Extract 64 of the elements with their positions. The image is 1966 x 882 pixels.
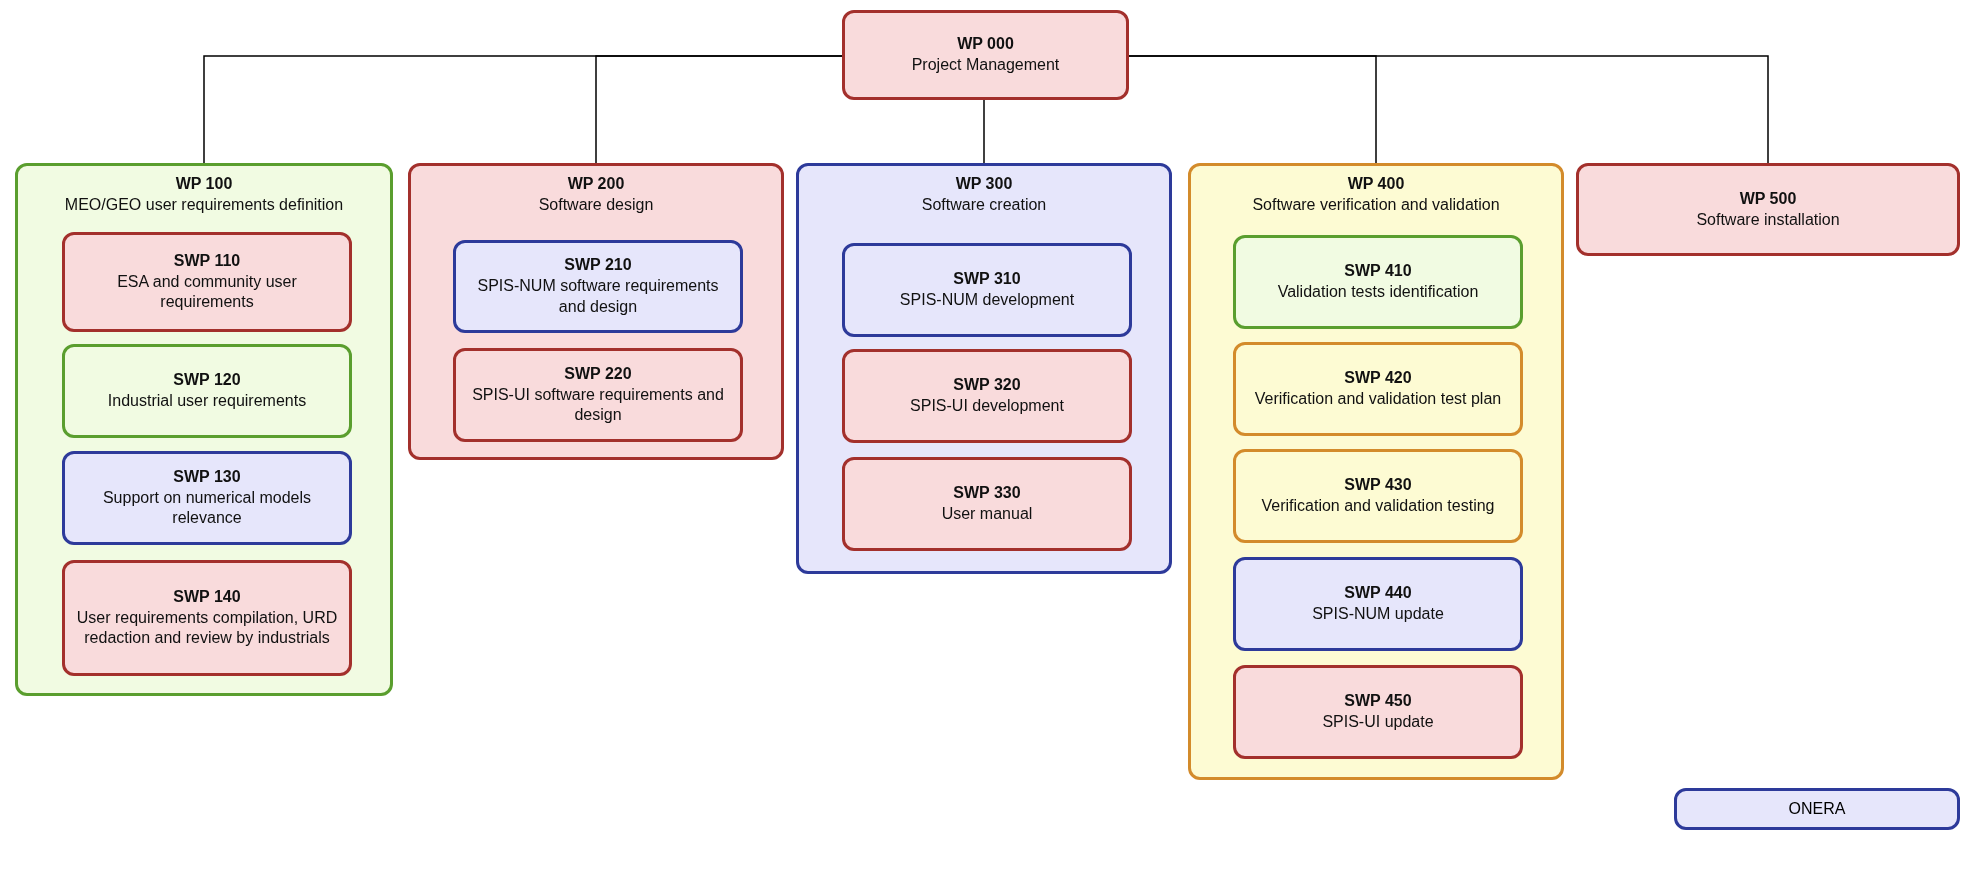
work-package-box <box>1233 449 1523 543</box>
work-package-box <box>453 240 743 333</box>
work-package-box <box>842 457 1132 551</box>
connector-line <box>983 99 985 164</box>
package-title: Verification and validation test plan <box>1254 389 1502 409</box>
package-number: SWP 450 <box>1344 691 1412 712</box>
work-package-box <box>1576 163 1960 256</box>
package-title: User requirements compilation, URD redaction and review by industrials <box>75 607 339 649</box>
package-title: Support on numerical models relevance <box>101 487 313 529</box>
package-title: Project Management <box>911 55 1060 75</box>
package-number: SWP 430 <box>1344 475 1412 496</box>
work-package-box <box>1233 557 1523 651</box>
work-package-panel <box>15 163 393 696</box>
package-title: SPIS-UI software requirements and design <box>471 384 725 426</box>
package-number: WP 200 <box>567 174 625 194</box>
package-title: Validation tests identification <box>1277 282 1479 302</box>
package-title: Verification and validation testing <box>1261 496 1495 516</box>
work-package-box <box>62 451 352 545</box>
package-title: Software creation <box>921 194 1047 215</box>
package-number: SWP 420 <box>1344 368 1412 389</box>
package-title: SPIS-NUM development <box>899 290 1075 310</box>
package-number: SWP 440 <box>1344 583 1412 604</box>
work-package-box <box>1233 342 1523 436</box>
package-title: MEO/GEO user requirements definition <box>64 194 344 215</box>
package-title: Software verification and validation <box>1252 194 1500 215</box>
package-number: WP 000 <box>957 34 1014 55</box>
package-number: SWP 310 <box>953 269 1021 290</box>
work-package-panel <box>796 163 1172 574</box>
package-title: ESA and community user requirements <box>116 271 298 313</box>
work-package-box <box>842 10 1129 100</box>
work-package-box <box>453 348 743 442</box>
package-title: Software design <box>538 194 654 215</box>
package-title: SPIS-NUM update <box>1312 604 1444 624</box>
package-number: SWP 410 <box>1344 261 1412 282</box>
package-title: Software installation <box>1696 209 1840 230</box>
package-number: WP 400 <box>1347 174 1405 194</box>
legend-label: ONERA <box>1788 799 1846 819</box>
work-package-box <box>62 232 352 332</box>
work-package-panel <box>408 163 784 460</box>
package-title: SPIS-UI development <box>910 396 1064 416</box>
connector-line <box>1128 55 1769 164</box>
package-number: SWP 210 <box>564 255 632 276</box>
work-package-box <box>62 344 352 438</box>
package-title: SPIS-UI update <box>1322 712 1434 732</box>
package-title: Industrial user requirements <box>107 391 307 411</box>
work-package-box <box>842 243 1132 337</box>
package-number: SWP 330 <box>953 483 1021 504</box>
package-title: SPIS-NUM software requirements and design <box>476 276 720 317</box>
package-number: SWP 120 <box>173 370 241 391</box>
package-title: User manual <box>941 504 1033 524</box>
work-package-panel <box>1188 163 1564 780</box>
package-number: SWP 140 <box>173 586 241 607</box>
connector-line <box>595 55 843 164</box>
package-number: SWP 320 <box>953 375 1021 396</box>
package-number: WP 100 <box>175 174 233 194</box>
work-package-box <box>1233 665 1523 759</box>
work-package-box <box>1233 235 1523 329</box>
package-number: SWP 220 <box>564 363 632 384</box>
package-number: WP 500 <box>1739 188 1797 209</box>
package-number: WP 300 <box>955 174 1013 194</box>
package-number: SWP 130 <box>173 466 241 487</box>
package-number: SWP 110 <box>173 250 241 271</box>
work-package-box <box>842 349 1132 443</box>
work-package-box <box>62 560 352 676</box>
